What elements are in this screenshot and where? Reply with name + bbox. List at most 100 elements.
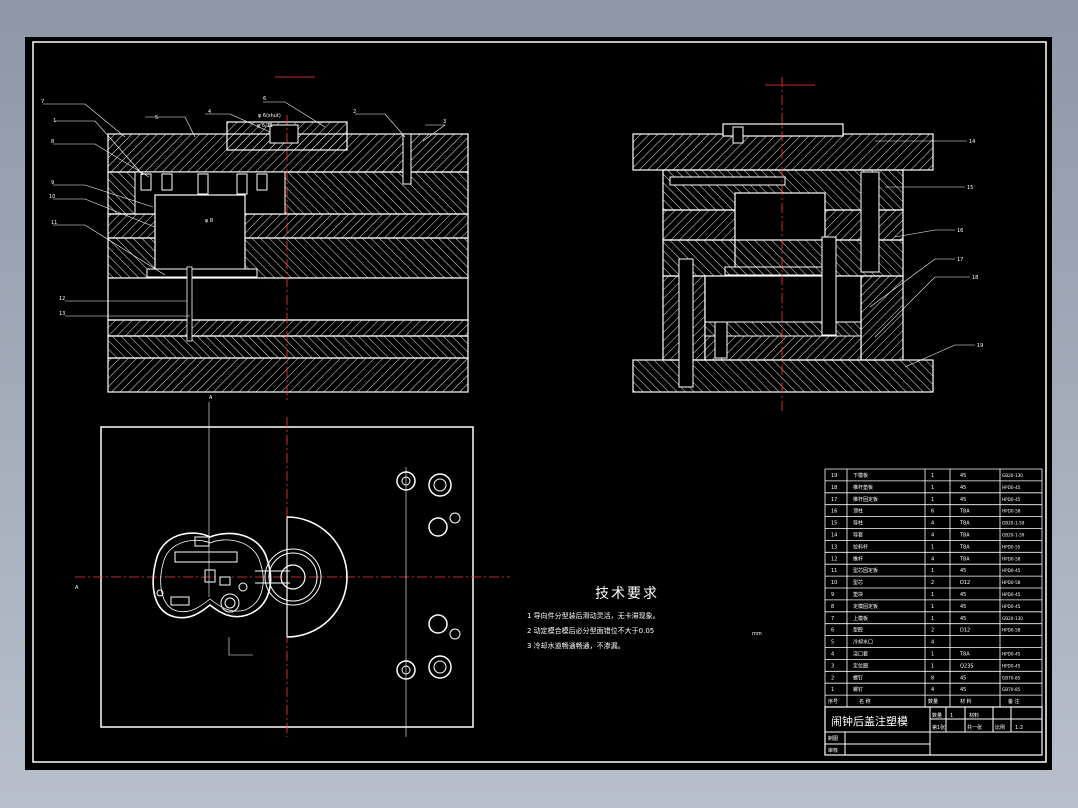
bom-row-standard: GB20-1-59 xyxy=(1002,521,1025,526)
bom-row-qty: 1 xyxy=(931,497,934,503)
bom-row-standard: HPD0-45 xyxy=(1002,592,1021,597)
bom-row-no: 8 xyxy=(831,604,834,610)
bom-row-name: 型芯 xyxy=(853,579,863,586)
bom-row-name: 推杆固定板 xyxy=(853,496,878,503)
tech-note-1: 1 导向件分型装后滑动灵活，无卡滞现象。 xyxy=(527,611,660,620)
svg-text:2: 2 xyxy=(353,109,356,115)
bom-row-no: 10 xyxy=(831,580,837,586)
cad-drawing-sheet: φ 6(shut) φ 6/11 φ 8 1 xyxy=(25,37,1052,770)
bom-row-name: 推杆 xyxy=(853,555,863,562)
bom-row-standard: GB20-130 xyxy=(1002,616,1023,621)
bom-row-qty: 4 xyxy=(931,640,934,646)
tech-title: 技术要求 xyxy=(595,586,659,602)
right-callout-numbers: 14 15 16 17 18 19 xyxy=(957,139,983,349)
ratio-label: 第1张 xyxy=(932,724,945,731)
bom-row-material: D12 xyxy=(960,628,970,634)
title-block: 闹钟后盖注塑模 数量 1 材料 比例 1:2 第1张 共一张 制图 审核 xyxy=(824,706,1043,756)
bom-row-qty: 8 xyxy=(931,675,934,681)
bom-row-material: 45 xyxy=(960,497,966,503)
scale-label: 比例 xyxy=(995,724,1005,731)
bom-row-standard: HPD0-58 xyxy=(1002,628,1021,633)
weight-label: 数量 xyxy=(932,712,942,719)
bom-row-qty: 1 xyxy=(931,652,934,658)
bom-row-no: 4 xyxy=(831,652,834,658)
dim-label-3: φ 8 xyxy=(205,218,213,224)
bom-row-name: 导套 xyxy=(853,532,863,539)
drawn-label: 制图 xyxy=(828,735,838,742)
bom-row-standard: HPD0-58 xyxy=(1002,556,1021,561)
bom-row-no: 16 xyxy=(831,509,837,515)
bom-row-qty: 1 xyxy=(931,544,934,550)
bom-row-material: T8A xyxy=(959,533,970,539)
bom-row-name: 冷却水口 xyxy=(853,639,873,646)
bom-row-qty: 1 xyxy=(931,485,934,491)
plan-view: A A xyxy=(75,395,510,737)
bom-row-name: 顶柱 xyxy=(853,508,863,515)
bom-row-qty: 1 xyxy=(931,616,934,622)
bom-row-no: 1 xyxy=(831,687,834,693)
bom-row-no: 19 xyxy=(831,473,837,479)
front-section-view: φ 6(shut) φ 6/11 φ 8 xyxy=(107,76,469,402)
svg-text:10: 10 xyxy=(49,194,55,200)
bom-row-material: 45 xyxy=(960,592,966,598)
svg-text:18: 18 xyxy=(972,275,978,281)
bom-row-no: 2 xyxy=(831,675,834,681)
svg-text:12: 12 xyxy=(59,296,65,302)
bom-row-no: 3 xyxy=(831,663,834,669)
bom-row-standard: HPD0-45 xyxy=(1002,604,1021,609)
bom-row-material: Q235 xyxy=(960,663,973,669)
bom-row-standard: GB70-85 xyxy=(1002,687,1021,692)
bom-row-no: 18 xyxy=(831,485,837,491)
svg-text:7: 7 xyxy=(41,99,44,105)
bom-row-name: 型腔 xyxy=(853,627,863,634)
bom-row-qty: 4 xyxy=(931,556,934,562)
bom-row-material: T8A xyxy=(959,521,970,527)
bom-row-no: 6 xyxy=(831,628,834,634)
svg-text:3: 3 xyxy=(443,119,446,125)
svg-text:11: 11 xyxy=(51,220,57,226)
bom-row-material: T8A xyxy=(959,556,970,562)
technical-requirements: 技术要求 1 导向件分型装后滑动灵活，无卡滞现象。 2 动定模合模后必分型面错位… xyxy=(527,586,762,650)
bom-row-name: 螺钉 xyxy=(853,674,863,681)
bom-row-standard: GB20-130 xyxy=(1002,473,1023,478)
bom-row-standard: HPD0-45 xyxy=(1002,485,1021,490)
left-callout-numbers: 1 2 3 4 5 6 7 8 9 10 11 12 13 xyxy=(41,96,446,317)
bom-row-no: 5 xyxy=(831,640,834,646)
bom-header-qty: 数量 xyxy=(928,698,938,705)
scale-value: 1:2 xyxy=(1015,725,1023,731)
bom-row-standard: HPD0-58 xyxy=(1002,580,1021,585)
bom-row-no: 11 xyxy=(831,568,837,574)
bom-row-no: 12 xyxy=(831,556,837,562)
tech-note-2: 2 动定模合模后必分型面错位不大于0.05 xyxy=(527,626,654,635)
bom-row-name: 垫块 xyxy=(853,591,863,598)
bom-row-name: 定位圈 xyxy=(853,662,868,669)
bom-row-name: 螺钉 xyxy=(853,686,863,693)
dim-label-1: φ 6(shut) xyxy=(258,113,281,119)
bom-row-no: 14 xyxy=(831,533,837,539)
bom-row-material: T8A xyxy=(959,544,970,550)
svg-text:13: 13 xyxy=(59,311,65,317)
bom-row-no: 15 xyxy=(831,521,837,527)
bom-row-name: 定模固定板 xyxy=(853,603,878,610)
svg-text:14: 14 xyxy=(969,139,975,145)
bom-header-material: 材 料 xyxy=(960,698,972,705)
svg-text:1: 1 xyxy=(53,118,56,124)
svg-text:16: 16 xyxy=(957,228,963,234)
left-callouts xyxy=(43,101,446,317)
bom-header-standard: 备 注 xyxy=(1008,698,1020,705)
bom-row-qty: 1 xyxy=(931,568,934,574)
bom-row-material: 45 xyxy=(960,675,966,681)
bom-row-material: T8A xyxy=(959,652,970,658)
bom-row-material: 45 xyxy=(960,687,966,693)
tech-note-unit: mm xyxy=(752,631,762,637)
bom-row-standard: HPD0-58 xyxy=(1002,509,1021,514)
bom-row-name: 下模板 xyxy=(853,472,868,479)
bom-row-name: 上模板 xyxy=(853,615,868,622)
svg-text:17: 17 xyxy=(957,257,963,263)
mold-assembly-drawing: φ 6(shut) φ 6/11 φ 8 1 xyxy=(32,41,1047,763)
bom-row-material: D12 xyxy=(960,580,970,586)
weight-value: 1 xyxy=(950,713,953,719)
bom-row-standard: HPD0-45 xyxy=(1002,497,1021,502)
bom-row-qty: 4 xyxy=(931,687,934,693)
